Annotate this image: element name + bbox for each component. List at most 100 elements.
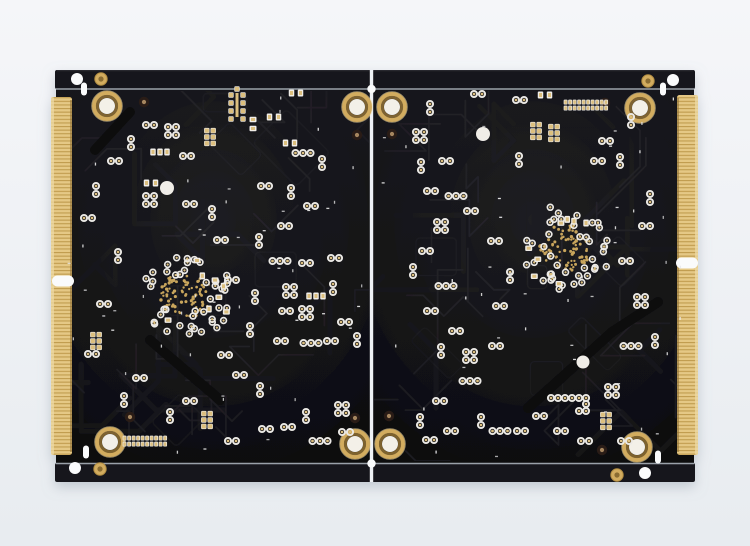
pad-cluster-pair_h: [437, 156, 455, 166]
pad-cluster-quad: [163, 122, 181, 140]
rail-holes: [69, 72, 679, 482]
mount-hole: [339, 428, 371, 460]
breakaway-rails: [55, 70, 695, 482]
pad-cluster-row3: [306, 292, 326, 300]
pad-cluster-pair_v: [425, 99, 435, 117]
pad-cluster-tri: [268, 256, 292, 266]
pad-cluster-pair_h: [279, 422, 297, 432]
pad-cluster-row2x10: [122, 435, 168, 447]
pad-cluster-quad: [461, 347, 479, 365]
pad-cluster-pair_v: [408, 262, 418, 280]
pad-cluster-pair_h: [421, 435, 439, 445]
pad-cluster-pair_h: [181, 396, 199, 406]
pad-cluster-pair_h: [511, 95, 529, 105]
pad-cluster-tri: [444, 191, 468, 201]
pad-cluster-pair_h: [223, 436, 241, 446]
pcb-panel: [51, 70, 698, 482]
pad-clusters: [79, 86, 660, 447]
board-sheen: [56, 88, 371, 464]
mount-hole: [94, 426, 126, 458]
pad-cluster-pair_h: [322, 336, 340, 346]
pad-cluster-grid: [204, 127, 216, 147]
pad-cluster-pair_v: [255, 381, 265, 399]
pad-cluster-quad: [281, 282, 299, 300]
pad-cluster-pair_h: [79, 213, 97, 223]
pad-cluster-grid: [90, 331, 102, 351]
pad-cluster-tri: [308, 436, 332, 446]
pad-cluster-pair_v: [245, 321, 255, 339]
pad-cluster-row3: [150, 148, 170, 156]
pad-cluster-pair_v: [119, 391, 129, 409]
pad-cluster-pair_h: [223, 275, 241, 285]
pad-cluster-pair_v: [126, 134, 136, 152]
pad-cluster-pair_v: [645, 189, 655, 207]
pad-cluster-pair_h: [141, 120, 159, 130]
pad-cluster-quad: [632, 292, 650, 310]
pad-cluster-quad: [141, 191, 159, 209]
silkscreen-ticks: [67, 96, 363, 454]
pad-cluster-pair_v: [514, 151, 524, 169]
pad-cluster-pair_v: [286, 183, 296, 201]
pad-cluster-pair_v: [328, 279, 338, 297]
mount-hole: [624, 92, 656, 124]
pad-cluster-pair_v: [476, 412, 486, 430]
pad-cluster-pair_v: [250, 288, 260, 306]
mount-hole: [374, 428, 406, 460]
pad-cluster-pair_v: [650, 332, 660, 350]
pad-cluster-tri: [434, 281, 458, 291]
pad-cluster-tri: [458, 376, 482, 386]
pad-cluster-pair_h: [272, 336, 290, 346]
pad-cluster-pair_h: [212, 235, 230, 245]
mount-hole: [341, 91, 373, 123]
pad-cluster-pair_h: [487, 341, 505, 351]
pad-cluster-pair_v: [415, 412, 425, 430]
pad-cluster-tri: [291, 148, 315, 158]
mounting-holes: [91, 90, 656, 463]
pad-cluster-chain: [228, 86, 246, 122]
pad-cluster-pair_v: [615, 152, 625, 170]
white-holes: [160, 127, 590, 369]
pad-cluster-rect_h: [266, 113, 282, 121]
pad-cluster-pair_v: [165, 407, 175, 425]
pad-cluster-pair_v: [436, 342, 446, 360]
pad-cluster-tri: [299, 338, 323, 348]
pad-cluster-pair_v: [254, 232, 264, 250]
pad-cluster-rowL: [546, 393, 591, 416]
pad-cluster-pair_h: [337, 427, 355, 437]
pad-cluster-pair_v: [416, 157, 426, 175]
silkscreen-ticks: [381, 97, 682, 458]
pad-cluster-tri: [619, 341, 643, 351]
pad-cluster-pair_h: [589, 156, 607, 166]
pad-cluster-pair_h: [336, 317, 354, 327]
pad-cluster-rect_v: [249, 116, 257, 132]
pad-cluster-pair_h: [462, 206, 480, 216]
pad-cluster-pair_h: [486, 236, 504, 246]
pad-cluster-pair_h: [552, 426, 570, 436]
pad-cluster-pair_h: [447, 326, 465, 336]
pad-cluster-tri: [488, 426, 512, 436]
pad-cluster-quad: [603, 382, 621, 400]
pad-cluster-pair_h: [637, 221, 655, 231]
pad-cluster-pair_h: [231, 370, 249, 380]
pad-cluster-pair_h: [277, 306, 295, 316]
pad-cluster-pair_h: [616, 436, 634, 446]
pad-cluster-pair_v: [113, 247, 123, 265]
mount-hole: [621, 431, 653, 463]
gold-edge-connectors: [51, 95, 698, 455]
pad-cluster-pair_v: [626, 112, 636, 130]
pad-cluster-pair_h: [431, 396, 449, 406]
pad-cluster-pair_h: [597, 136, 615, 146]
pad-cluster-pair_h: [302, 201, 320, 211]
pad-cluster-grid: [530, 121, 542, 141]
pad-cluster-rect_h: [537, 91, 553, 99]
panel-seam: [367, 70, 376, 482]
pad-cluster-pair_v: [91, 181, 101, 199]
pad-cluster-quad: [432, 217, 450, 235]
pad-cluster-pair_h: [422, 306, 440, 316]
pad-cluster-rect_h: [143, 179, 159, 187]
edge-notch: [676, 257, 698, 269]
pad-cluster-pair_h: [491, 301, 509, 311]
pad-cluster-pair_h: [326, 253, 344, 263]
pad-cluster-pair_h: [417, 246, 435, 256]
